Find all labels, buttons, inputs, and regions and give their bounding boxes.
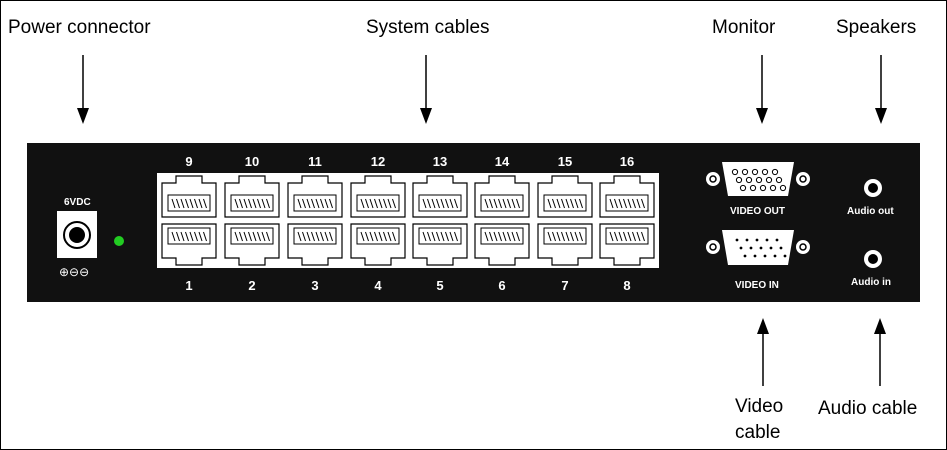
rj45-port-2[interactable]	[224, 223, 280, 266]
rj45-port-4[interactable]	[350, 223, 406, 266]
video-out-label: VIDEO OUT	[730, 206, 785, 217]
audio-in-label: Audio in	[851, 277, 891, 288]
audio-cable-label: Audio cable	[818, 398, 917, 419]
audio-out-label: Audio out	[847, 206, 894, 217]
port-number-top: 9	[185, 154, 192, 169]
port-number-bottom: 5	[436, 278, 443, 293]
video-cable-label-line2: cable	[735, 422, 780, 443]
port-number-top: 15	[558, 154, 572, 169]
video-out-connector[interactable]	[706, 162, 810, 196]
polarity-symbol: ⊕⊖⊖	[59, 265, 89, 279]
port-number-top: 10	[245, 154, 259, 169]
power-voltage-label: 6VDC	[64, 197, 91, 208]
power-jack	[57, 211, 97, 258]
monitor-label: Monitor	[712, 17, 776, 38]
monitor-arrow	[756, 55, 768, 124]
power-connector-label: Power connector	[8, 17, 151, 38]
rj45-port-7[interactable]	[537, 223, 593, 266]
port-number-top: 14	[495, 154, 510, 169]
audio-cable-arrow	[874, 318, 886, 386]
audio-out-jack[interactable]	[864, 179, 882, 197]
port-number-top: 16	[620, 154, 634, 169]
audio-in-jack[interactable]	[864, 250, 882, 268]
video-in-connector[interactable]	[706, 230, 810, 265]
rj45-port-5[interactable]	[412, 223, 468, 266]
rj45-port-3[interactable]	[287, 223, 343, 266]
power-led	[114, 236, 124, 246]
port-number-top: 12	[371, 154, 385, 169]
port-number-bottom: 3	[311, 278, 318, 293]
port-number-bottom: 1	[185, 278, 192, 293]
rj45-port-11[interactable]	[287, 175, 343, 218]
rj45-port-8[interactable]	[599, 223, 655, 266]
speakers-label: Speakers	[836, 17, 916, 38]
port-number-bottom: 4	[374, 278, 382, 293]
system-cables-arrow	[420, 55, 432, 124]
rj45-port-12[interactable]	[350, 175, 406, 218]
port-number-bottom: 7	[561, 278, 568, 293]
rj45-port-13[interactable]	[412, 175, 468, 218]
port-number-bottom: 2	[248, 278, 255, 293]
rj45-port-6[interactable]	[474, 223, 530, 266]
video-cable-arrow	[757, 318, 769, 386]
port-number-bottom: 6	[498, 278, 505, 293]
rj45-port-16[interactable]	[599, 175, 655, 218]
port-number-labels: 9 1 10 2 11 3 12 4 13 5 14 6 15 7 16 8	[185, 154, 634, 293]
video-in-label: VIDEO IN	[735, 280, 779, 291]
port-number-top: 13	[433, 154, 447, 169]
port-number-bottom: 8	[623, 278, 630, 293]
rj45-port-14[interactable]	[474, 175, 530, 218]
video-cable-label-line1: Video	[735, 396, 783, 417]
system-cables-label: System cables	[366, 17, 490, 38]
rj45-port-1[interactable]	[161, 223, 217, 266]
speakers-arrow	[875, 55, 887, 124]
port-number-top: 11	[308, 154, 322, 169]
rj45-ports	[161, 175, 655, 266]
rj45-port-10[interactable]	[224, 175, 280, 218]
rj45-port-15[interactable]	[537, 175, 593, 218]
rj45-port-9[interactable]	[161, 175, 217, 218]
power-connector-arrow	[77, 55, 89, 124]
